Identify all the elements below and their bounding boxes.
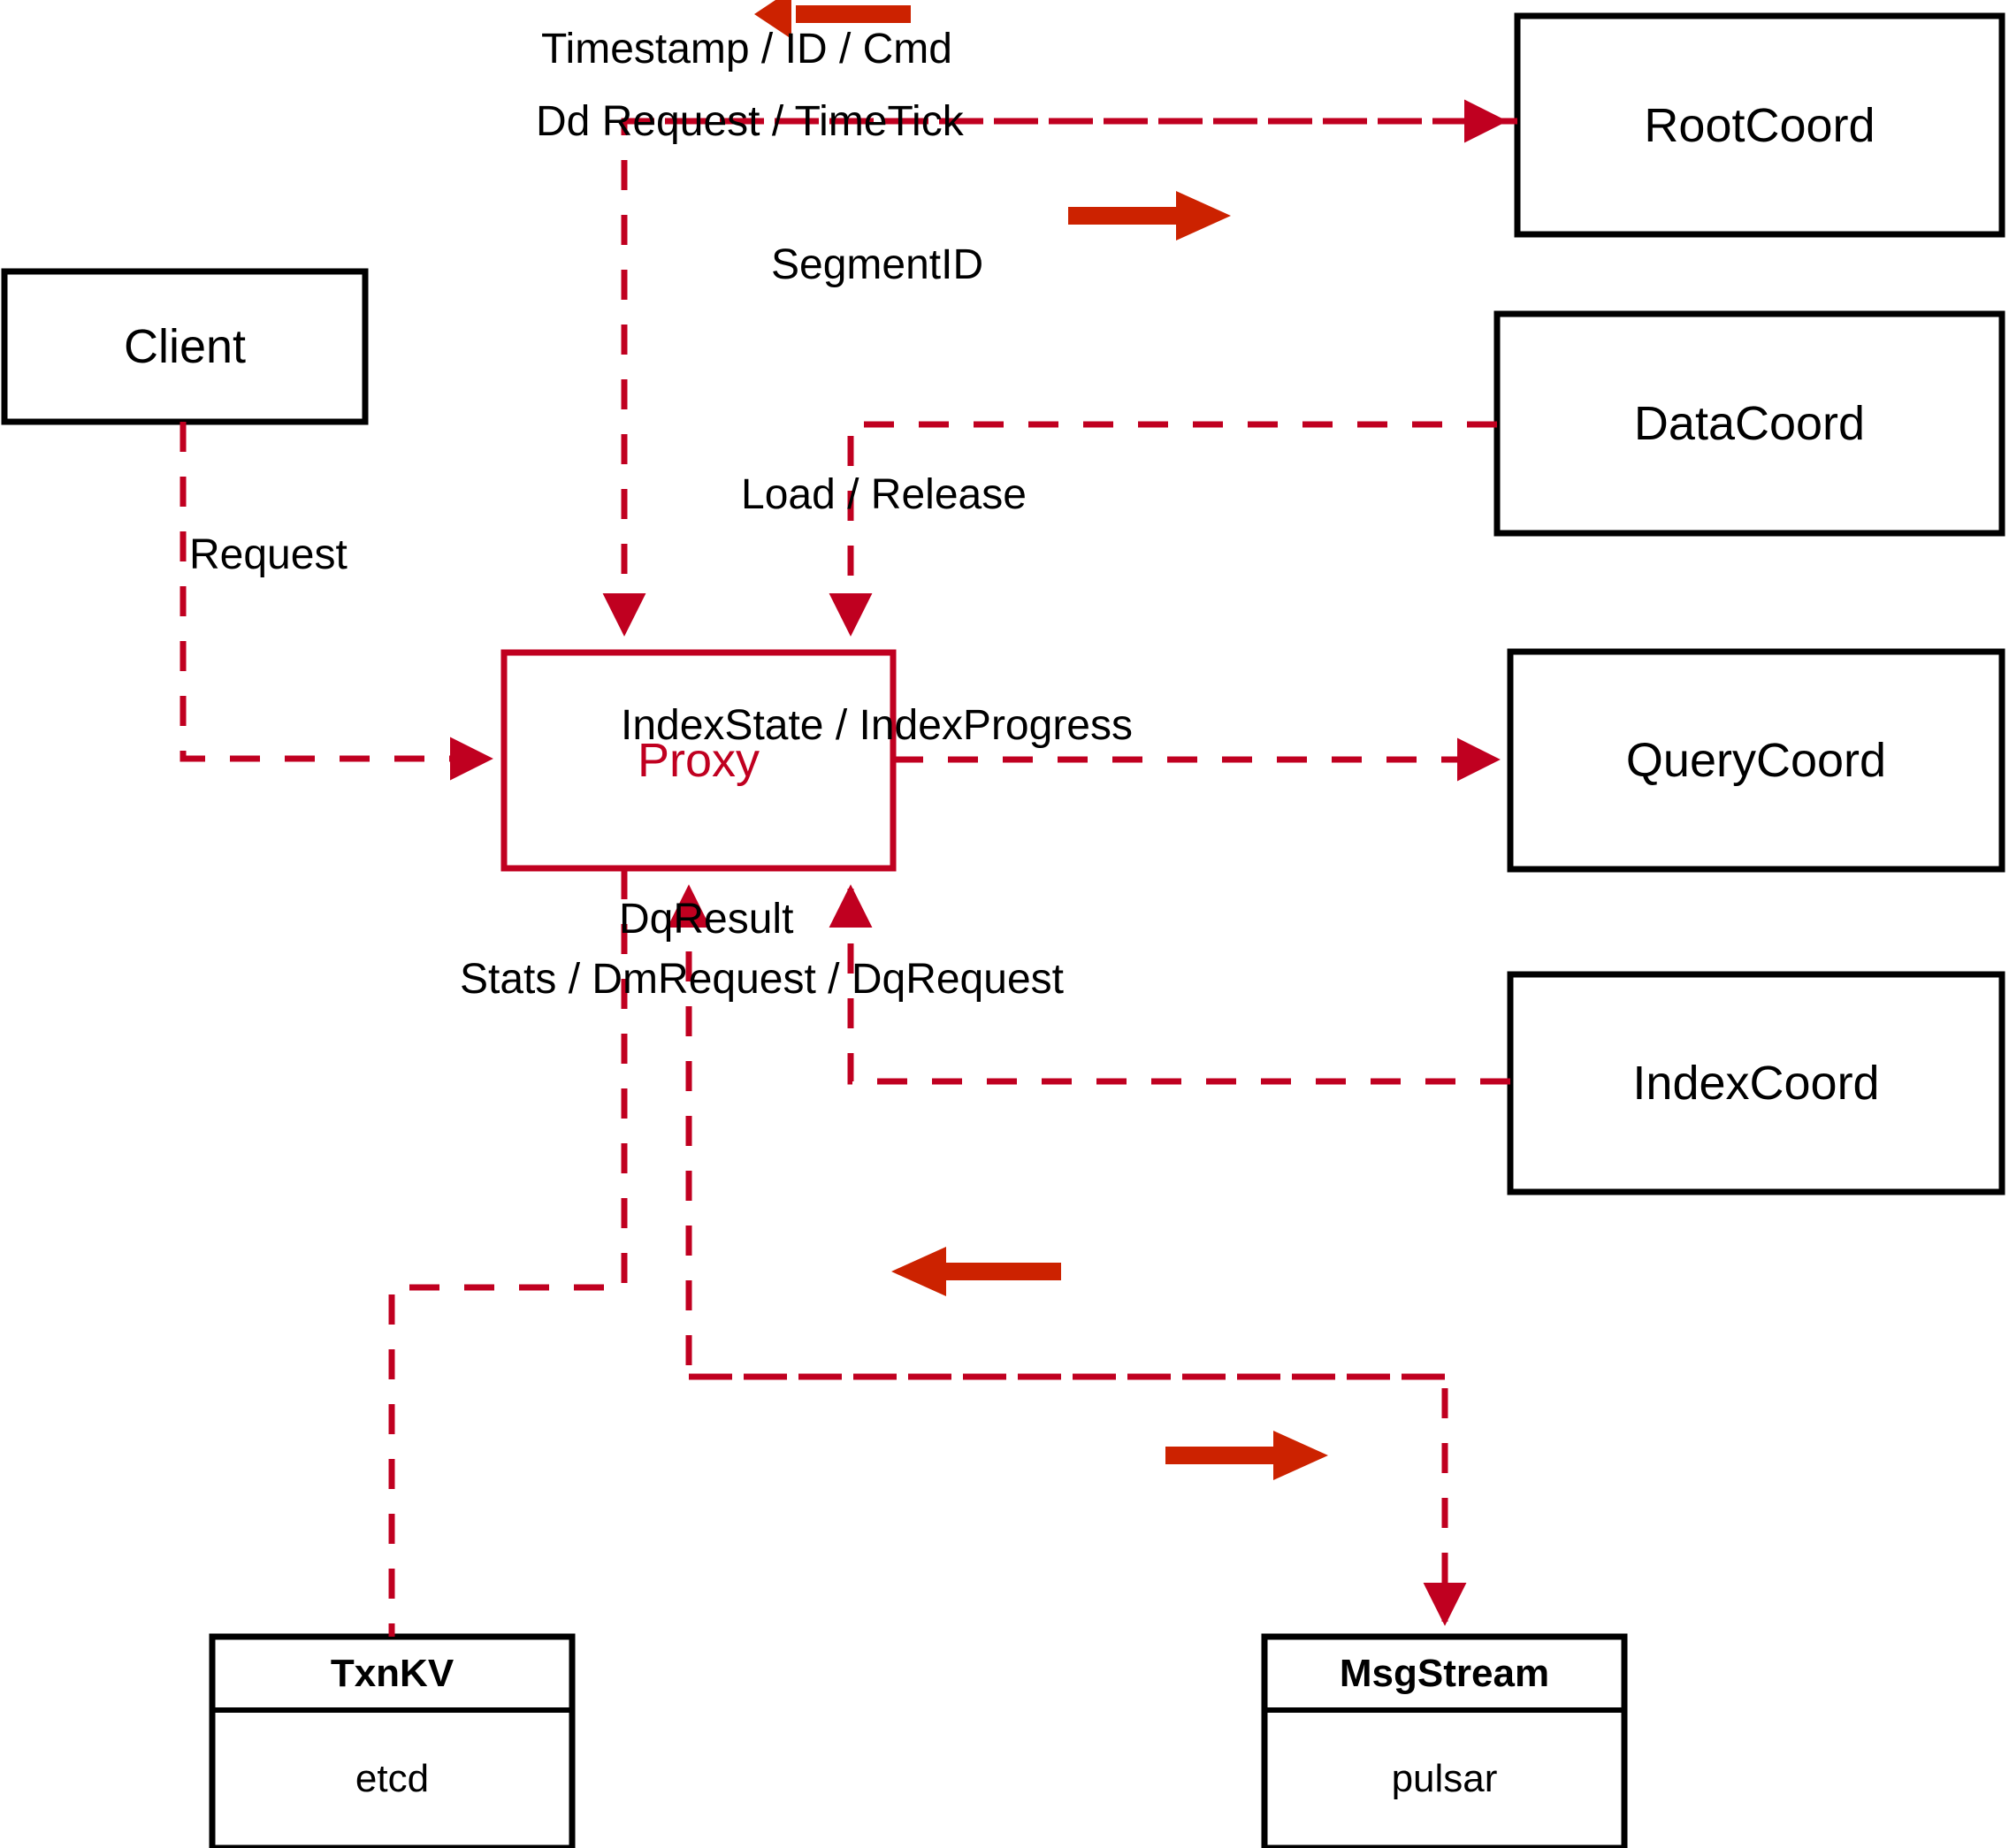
- index-coord-box[interactable]: [1507, 971, 2005, 1195]
- edge-label-dq-result: DqResult: [619, 896, 794, 943]
- edge-segment-id: [829, 421, 1497, 637]
- edge-label-load-release: Load / Release: [741, 471, 1027, 518]
- root-coord-box[interactable]: [1514, 12, 2005, 238]
- edge-index-state-progress: [829, 884, 1510, 1085]
- edge-label-dd-request-timetick: Dd Request / TimeTick: [536, 98, 964, 145]
- edge-proxy-txnkv: [388, 869, 628, 1637]
- query-coord-box[interactable]: [1507, 648, 2005, 873]
- txnkv-box[interactable]: [209, 1633, 576, 1848]
- direction-arrow-left-top: [754, 0, 911, 39]
- client-box[interactable]: [1, 268, 369, 425]
- edge-request: [180, 422, 493, 781]
- edge-label-timestamp-id-cmd: Timestamp / ID / Cmd: [541, 26, 952, 73]
- edge-label-request: Request: [189, 531, 348, 578]
- direction-arrow-right-stats: [1165, 1431, 1328, 1480]
- data-coord-box[interactable]: [1493, 310, 2005, 537]
- direction-arrow-left-dqresult: [891, 1247, 1061, 1296]
- edge-label-segment-id: SegmentID: [771, 241, 984, 288]
- edge-label-stats-dm-dq-request: Stats / DmRequest / DqRequest: [460, 956, 1064, 1003]
- msgstream-box[interactable]: [1261, 1633, 1628, 1848]
- edge-timestamp-id-cmd: [602, 118, 1517, 637]
- edge-stats-dm-dq-request: [689, 1373, 1467, 1626]
- edge-label-index-state-progress: IndexState / IndexProgress: [621, 702, 1133, 749]
- direction-arrow-right-ddrequest: [1068, 191, 1231, 241]
- proxy-box[interactable]: [500, 649, 897, 872]
